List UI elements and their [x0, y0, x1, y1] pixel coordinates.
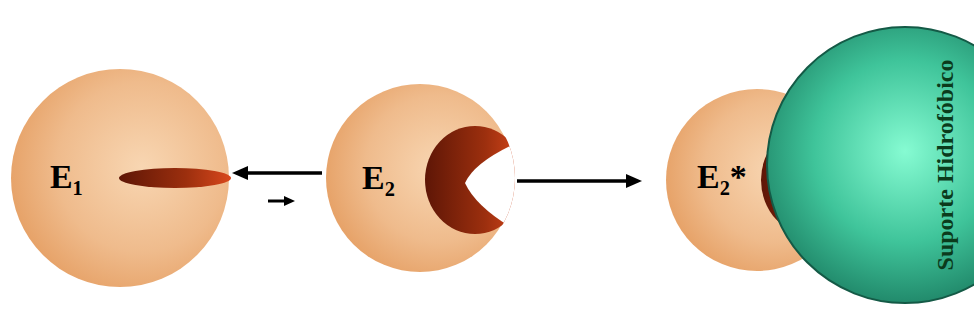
enzyme-open: E₂	[325, 83, 515, 273]
reaction-arrow	[232, 166, 322, 180]
support-label: Suporte Hidrofóbico	[933, 60, 957, 271]
enzyme-label: E₁	[50, 160, 83, 194]
reaction-arrow	[517, 174, 642, 188]
enzyme-closed: E₁	[10, 68, 230, 288]
reaction-arrow	[268, 196, 295, 206]
hydrophobic-support: Suporte Hidrofóbico	[765, 25, 974, 305]
sphere-outline	[325, 83, 515, 273]
enzyme-label: E₂	[362, 161, 395, 195]
enzyme-label: E₂*	[697, 160, 747, 194]
sphere-outline	[10, 68, 230, 288]
